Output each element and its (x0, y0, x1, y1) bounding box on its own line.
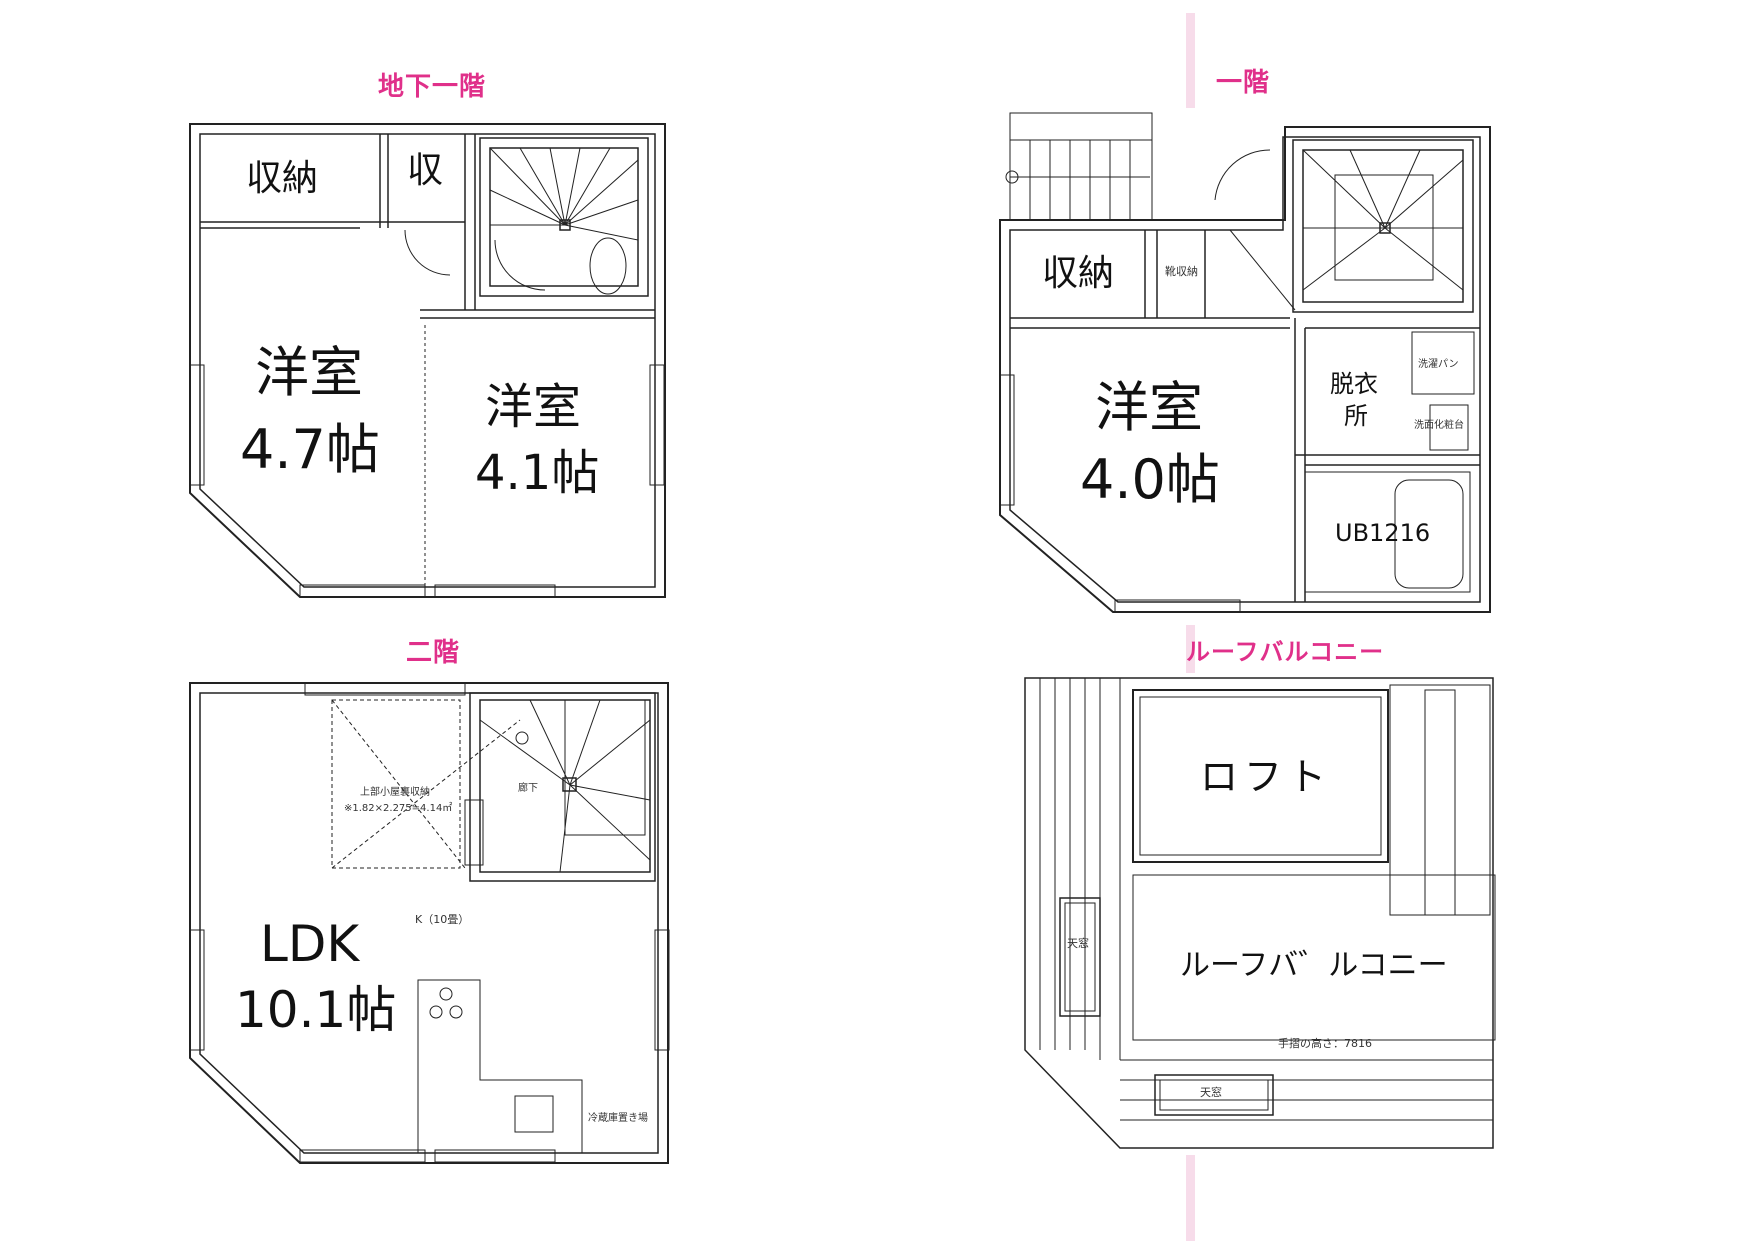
basement-small-storage-label: 収 (407, 150, 444, 191)
basement-storage-label: 収納 (246, 158, 319, 199)
bath-unit-label: UB1216 (1335, 519, 1431, 547)
vanity-label: 洗面化粧台 (1414, 420, 1464, 431)
basement-western-b-size: 4.1帖 (475, 445, 600, 501)
first-floor-plan (999, 112, 1491, 613)
attic-storage-label: 上部小屋裏収納 (360, 787, 430, 798)
fridge-space-label: 冷蔵庫置き場 (588, 1113, 648, 1124)
laundry-pan-label: 洗濯パン (1418, 359, 1459, 370)
attic-area-label: ※1.82×2.275≒4.14㎡ (344, 803, 453, 814)
divider-top (1186, 13, 1195, 108)
ldk-name: LDK (260, 915, 360, 973)
basement-title: 地下一階 (378, 72, 487, 102)
skylight-label-1: 天窓 (1067, 937, 1089, 950)
dressing-room-label-2: 所 (1344, 402, 1368, 430)
first-floor-title: 一階 (1216, 68, 1271, 98)
railing-height-label: 手摺の高さ：7816 (1278, 1037, 1372, 1050)
first-western-size: 4.0帖 (1080, 448, 1220, 511)
roof-balcony-label: ルーフバ゛ルコニー (1180, 948, 1448, 983)
hallway-label: 廊下 (518, 783, 538, 794)
basement-western-b-name: 洋室 (485, 379, 582, 435)
second-floor-plan (189, 682, 670, 1164)
skylight-label-2: 天窓 (1200, 1086, 1222, 1099)
kitchen-note-label: K（10畳） (415, 913, 470, 926)
basement-western-a-size: 4.7帖 (240, 418, 380, 481)
divider-bottom (1186, 1155, 1195, 1241)
basement-western-a-name: 洋室 (255, 341, 363, 404)
divider-middle (1186, 625, 1195, 673)
roof-balcony-title: ルーフバルコニー (1186, 638, 1385, 666)
shoe-storage-label: 靴収納 (1165, 265, 1198, 278)
loft-label: ロフト (1200, 755, 1333, 799)
second-floor-title: 二階 (406, 638, 461, 668)
dressing-room-label-1: 脱衣 (1330, 370, 1378, 398)
first-western-name: 洋室 (1095, 376, 1203, 439)
first-storage-label: 収納 (1042, 253, 1115, 294)
roof-plan (1024, 677, 1496, 1149)
ldk-size: 10.1帖 (235, 981, 397, 1039)
basement-plan (189, 123, 666, 598)
